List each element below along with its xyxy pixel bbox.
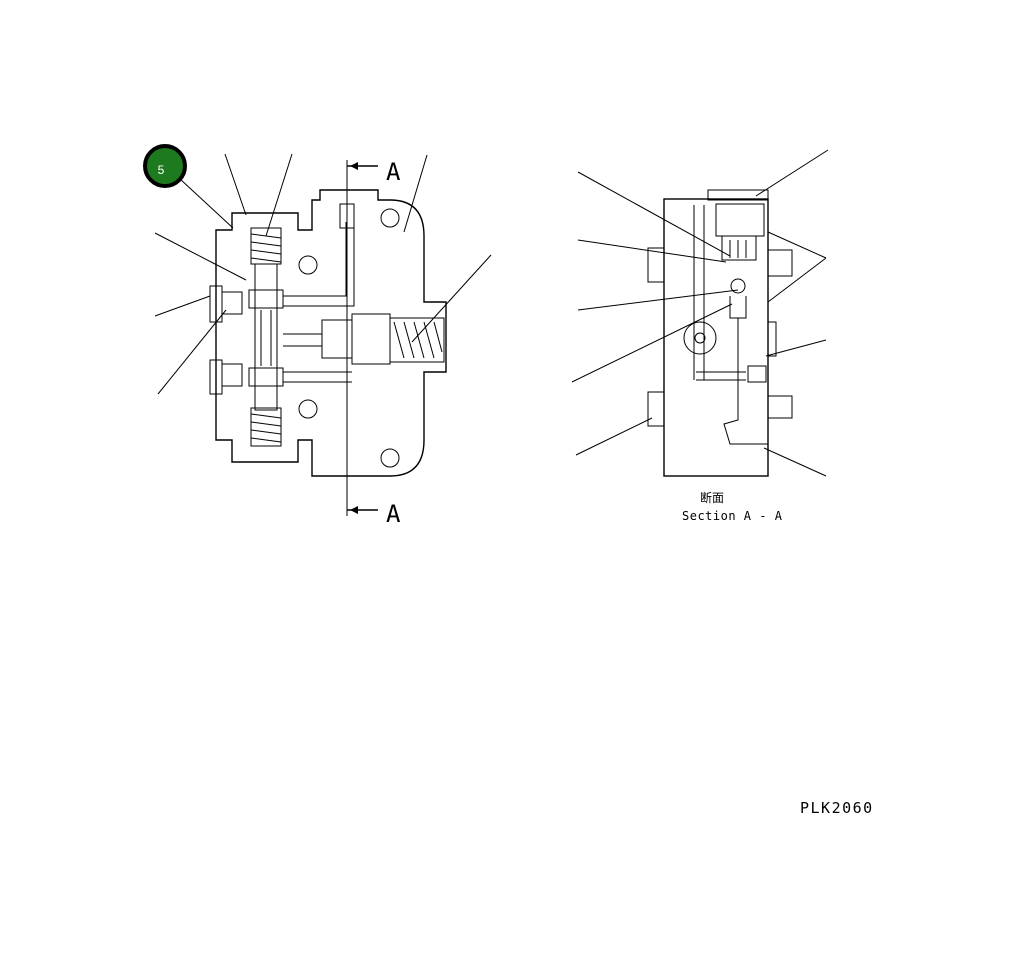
section-marker-top: A [386,158,401,186]
section-a-a-view [571,149,829,477]
callout-badge-5[interactable]: 5 [143,144,187,188]
section-label-en: Section A - A [682,509,783,523]
section-label-jp: 断面 [700,490,724,505]
section-marker-bottom: A [386,500,401,528]
drawing-code: PLK2060 [800,799,874,817]
callout-number: 5 [158,163,165,177]
valve-front-view [154,153,492,516]
